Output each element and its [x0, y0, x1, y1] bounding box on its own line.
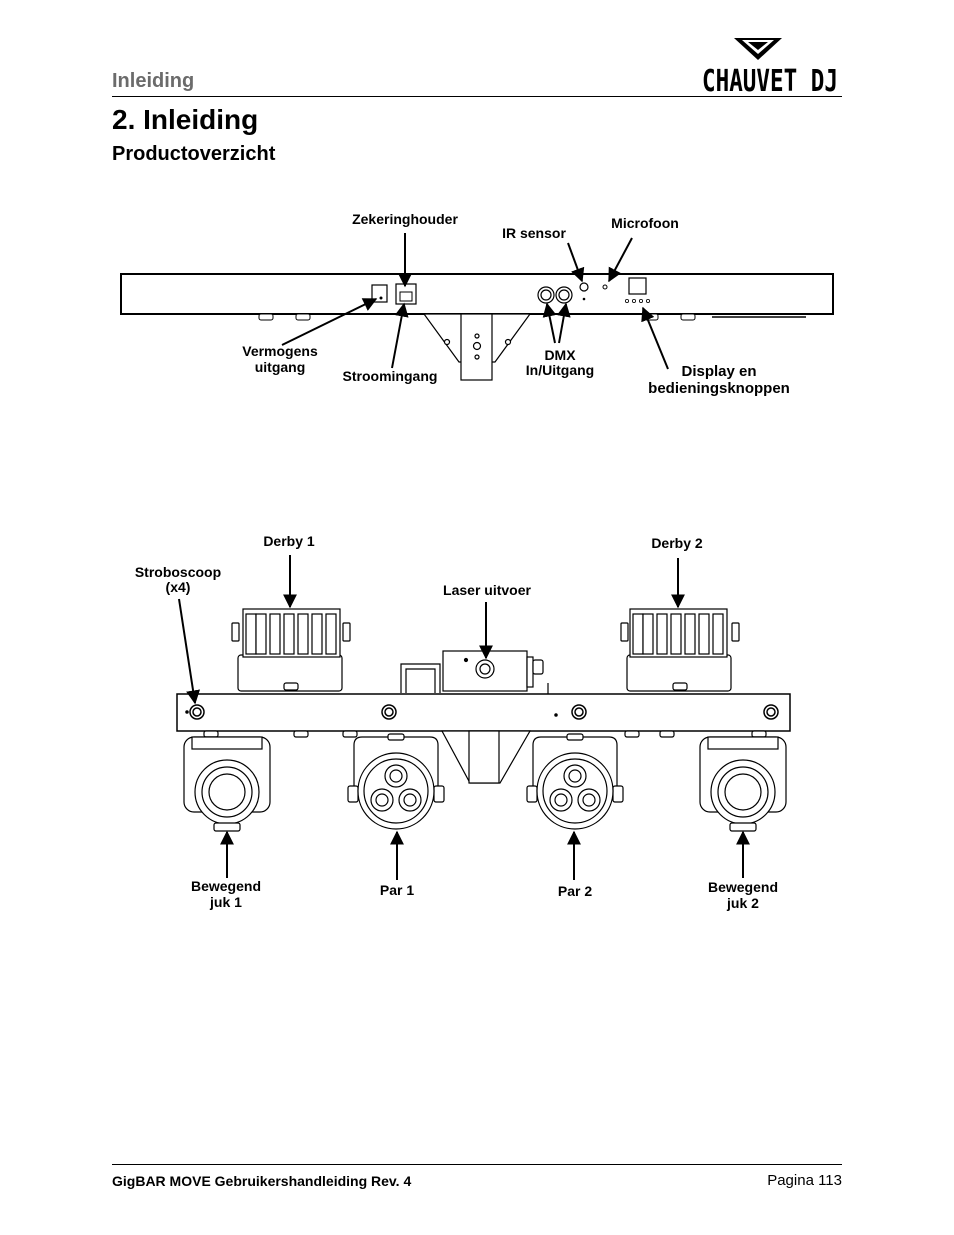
- label-power-output-2: uitgang: [255, 359, 306, 375]
- label-ir-sensor: IR sensor: [502, 225, 566, 241]
- front-bracket: [203, 730, 767, 784]
- section-subtitle: Productoverzicht: [112, 143, 276, 165]
- par-1-fixture: [347, 733, 445, 830]
- footer-manual-title: GigBAR MOVE Gebruikershandleiding Rev. 4: [112, 1173, 412, 1189]
- center-bracket: [422, 313, 532, 381]
- front-main-bar: [176, 693, 791, 732]
- label-strobe-2: (x4): [166, 579, 191, 595]
- derby-1-fixture: [231, 608, 351, 692]
- label-derby-2: Derby 2: [651, 535, 703, 551]
- rear-panel-diagram: Zekeringhouder IR sensor Microfoon Vermo…: [120, 211, 834, 397]
- label-display-1: Display en: [681, 363, 756, 380]
- moving-head-1-fixture: [183, 736, 271, 832]
- label-power-input: Stroomingang: [343, 368, 438, 384]
- label-dmx-2: In/Uitgang: [526, 362, 594, 378]
- label-moving-head-2-b: juk 2: [726, 895, 759, 911]
- label-par-2: Par 2: [558, 883, 592, 899]
- label-display-2: bedieningsknoppen: [648, 380, 790, 397]
- footer-page-number: Pagina 113: [767, 1172, 842, 1189]
- laser-fixture: [400, 650, 549, 694]
- label-microphone: Microfoon: [611, 215, 679, 231]
- logo-text: CHAUVET DJ: [702, 64, 838, 96]
- power-output-socket: [371, 284, 388, 303]
- label-dmx-1: DMX: [544, 347, 576, 363]
- header-rule: [112, 96, 842, 97]
- page-title: 2. Inleiding: [112, 104, 259, 135]
- label-derby-1: Derby 1: [263, 533, 315, 549]
- chauvet-dj-logo: CHAUVET DJ: [702, 38, 838, 96]
- rear-bar-body: [120, 273, 834, 315]
- section-header: Inleiding: [112, 70, 195, 92]
- ir-sensor: [579, 282, 589, 292]
- derby-2-fixture: [620, 608, 740, 692]
- label-power-output-1: Vermogens: [242, 343, 318, 359]
- logo-mark: CHAUVET DJ: [702, 38, 838, 96]
- dmx-connectors: [537, 286, 573, 304]
- display-panel: [625, 277, 651, 303]
- par-2-fixture: [526, 733, 624, 830]
- moving-head-2-fixture: [699, 736, 787, 832]
- microphone: [602, 284, 608, 290]
- power-input-socket: [395, 283, 417, 305]
- label-fuse-holder: Zekeringhouder: [352, 211, 458, 227]
- footer-rule: [112, 1164, 842, 1165]
- front-diagram: Derby 1 Derby 2 Stroboscoop (x4) Laser u…: [135, 533, 791, 911]
- label-moving-head-1-b: juk 1: [209, 894, 242, 910]
- label-par-1: Par 1: [380, 882, 414, 898]
- label-laser: Laser uitvoer: [443, 582, 531, 598]
- label-moving-head-2-a: Bewegend: [708, 879, 778, 895]
- label-moving-head-1-a: Bewegend: [191, 878, 261, 894]
- label-strobe-1: Stroboscoop: [135, 564, 221, 580]
